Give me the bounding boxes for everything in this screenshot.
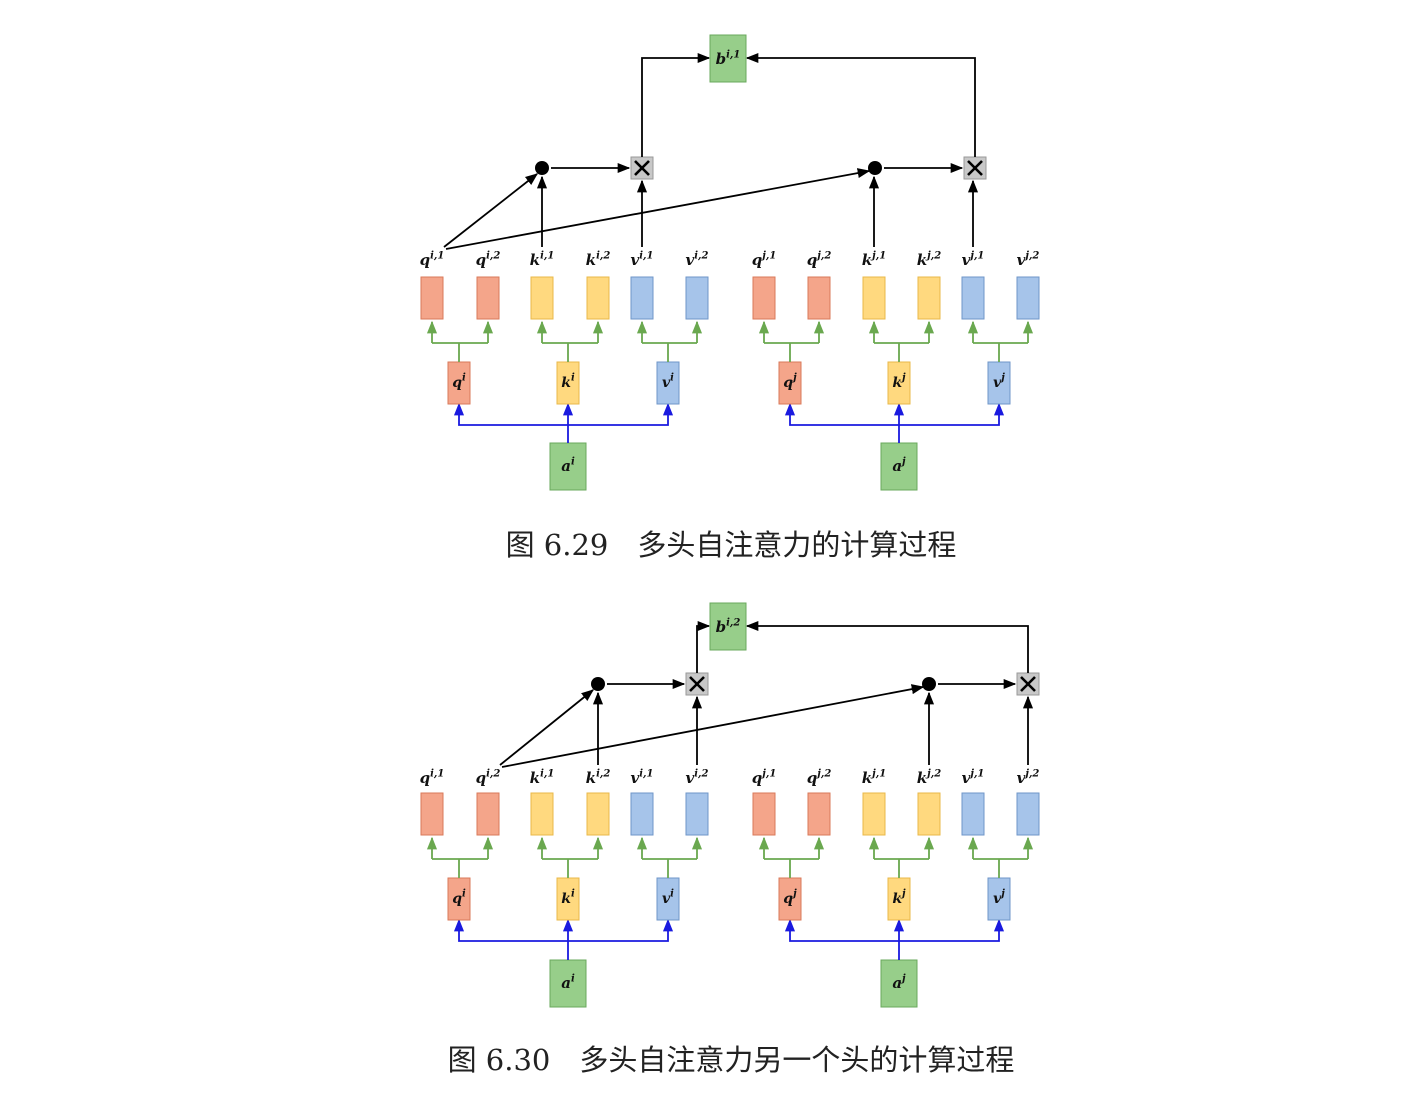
key-head-label: ki,1 (530, 768, 555, 787)
query-head-box (476, 792, 500, 836)
value-head-box (961, 792, 985, 836)
value-head-label: vj,2 (1017, 768, 1040, 787)
dot-product-node (591, 677, 605, 691)
value-head-label: vj,2 (1017, 250, 1040, 269)
input-arrow (899, 918, 1005, 942)
input-arrow (899, 402, 1005, 426)
input-arrow (453, 402, 568, 426)
key-head-label: kj,2 (917, 768, 942, 787)
value-head-box (1016, 276, 1040, 320)
input-arrow (568, 402, 674, 426)
value-head-box (961, 276, 985, 320)
key-head-box (586, 792, 610, 836)
query-to-score-arrow (445, 168, 871, 250)
key-head-box (530, 792, 554, 836)
key-head-label: ki,2 (586, 250, 611, 269)
query-head-box (807, 792, 831, 836)
key-head-label: ki,1 (530, 250, 555, 269)
value-head-label: vj,1 (962, 768, 985, 787)
multiply-icon (967, 160, 983, 176)
query-head-label: qi,1 (420, 250, 445, 269)
query-head-box (420, 276, 444, 320)
dot-product-node (922, 677, 936, 691)
input-arrow (784, 402, 899, 426)
output-box (709, 34, 747, 83)
multiply-to-output-arrow (696, 620, 711, 673)
input-arrow (453, 918, 568, 942)
key-head-box (862, 276, 886, 320)
key-head-label: kj,1 (862, 250, 886, 269)
query-head-box (476, 276, 500, 320)
input-arrow (568, 918, 674, 942)
key-head-box (917, 276, 941, 320)
value-head-box (630, 792, 654, 836)
query-head-label: qi,2 (476, 250, 501, 269)
key-head-box (586, 276, 610, 320)
multiply-icon (634, 160, 650, 176)
query-head-box (752, 792, 776, 836)
query-to-score-arrow (499, 689, 594, 766)
value-head-label: vi,2 (686, 768, 709, 787)
dot-product-node (535, 161, 549, 175)
multiply-to-output-arrow (745, 52, 976, 157)
figure-caption: 图 6.29 多头自注意力的计算过程 (506, 528, 957, 562)
input-box (880, 442, 918, 491)
query-head-label: qj,2 (807, 768, 832, 787)
query-head-label: qi,1 (420, 768, 445, 787)
value-head-label: vj,1 (962, 250, 985, 269)
query-head-label: qj,1 (752, 250, 777, 269)
value-head-box (685, 792, 709, 836)
value-head-label: vi,1 (631, 768, 654, 787)
query-head-box (420, 792, 444, 836)
value-head-box (685, 276, 709, 320)
query-to-score-arrow (443, 173, 538, 248)
query-to-score-arrow (501, 684, 925, 768)
key-head-box (530, 276, 554, 320)
value-head-label: vi,1 (631, 250, 654, 269)
multiply-to-output-arrow (641, 52, 711, 157)
multiply-icon (1020, 676, 1036, 692)
query-head-box (752, 276, 776, 320)
multiply-to-output-arrow (745, 620, 1029, 673)
query-head-label: qi,2 (476, 768, 501, 787)
output-box (709, 602, 747, 651)
multiply-icon (689, 676, 705, 692)
query-head-label: qj,2 (807, 250, 832, 269)
key-head-label: kj,2 (917, 250, 942, 269)
key-head-label: kj,1 (862, 768, 886, 787)
key-head-label: ki,2 (586, 768, 611, 787)
input-arrow (784, 918, 899, 942)
key-head-box (862, 792, 886, 836)
query-head-label: qj,1 (752, 768, 777, 787)
figure-caption: 图 6.30 多头自注意力另一个头的计算过程 (448, 1043, 1015, 1077)
value-head-box (1016, 792, 1040, 836)
query-head-box (807, 276, 831, 320)
value-head-box (630, 276, 654, 320)
key-head-box (917, 792, 941, 836)
value-head-label: vi,2 (686, 250, 709, 269)
input-box (549, 442, 587, 491)
dot-product-node (868, 161, 882, 175)
